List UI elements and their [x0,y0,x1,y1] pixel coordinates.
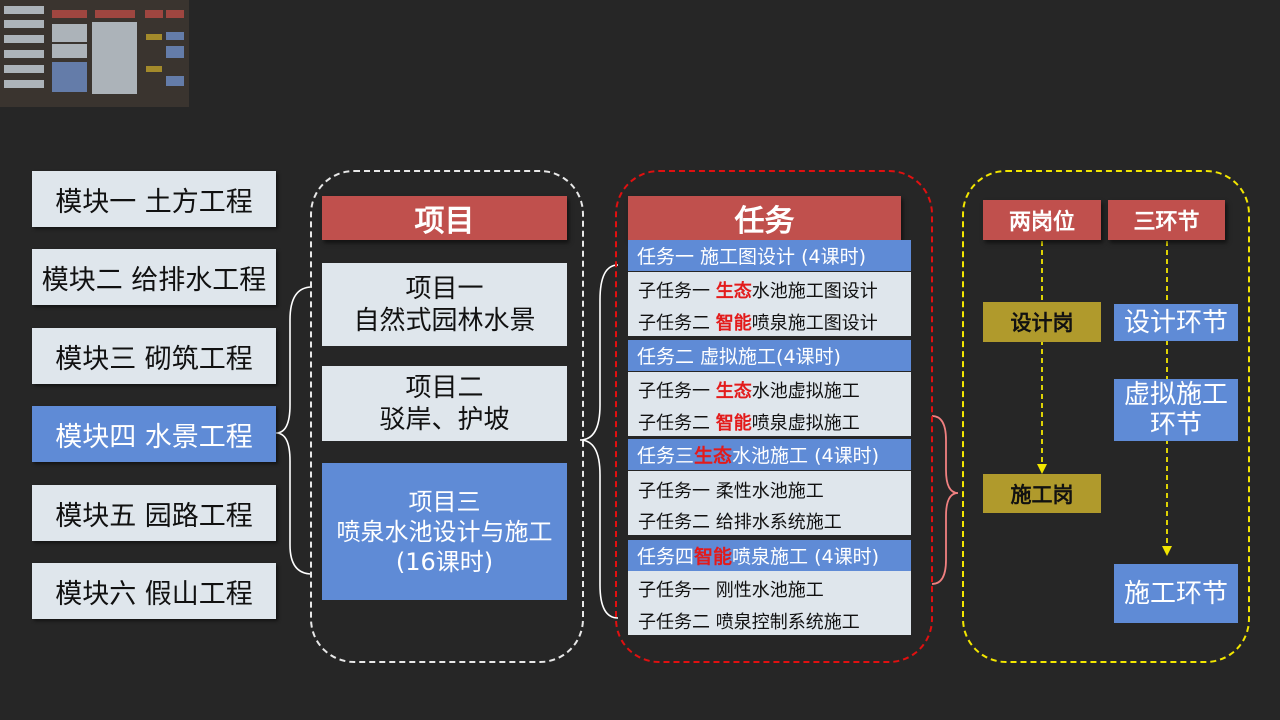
task-text-rest: 水池施工 (4课时) [732,445,879,467]
task-1-subtasks: 子任务一 生态水池施工图设计 子任务二 智能喷泉施工图设计 [628,272,911,336]
module-label: 模块二 给排水工程 [41,264,267,296]
module-label: 模块四 水景工程 [55,421,253,453]
slide-thumbnail [0,0,189,107]
task-text: 任务一 施工图设计 (4课时) [637,246,866,268]
project-number: 项目二 [405,372,484,403]
module-item-3[interactable]: 模块三 砌筑工程 [32,328,276,384]
modules-to-projects-brace [275,286,313,575]
task-text: 任务三 [637,445,695,467]
post-construction[interactable]: 施工岗 [983,474,1101,513]
subtask-item[interactable]: 子任务一 生态水池虚拟施工 [638,381,860,402]
stage-construction[interactable]: 施工环节 [1114,564,1238,623]
module-item-4[interactable]: 模块四 水景工程 [32,406,276,462]
subtask-item[interactable]: 子任务一 生态水池施工图设计 [638,281,878,302]
post-design[interactable]: 设计岗 [983,302,1101,342]
task-keyword: 智能 [694,546,733,568]
project-hours: (16课时) [395,547,494,576]
stage-virtual-construction[interactable]: 虚拟施工 环节 [1114,379,1238,441]
subtask-item[interactable]: 子任务二 智能喷泉虚拟施工 [638,413,860,434]
project-item-2[interactable]: 项目二 驳岸、护坡 [322,366,567,441]
project-item-3[interactable]: 项目三 喷泉水池设计与施工 (16课时) [322,463,567,600]
task-header-2[interactable]: 任务二 虚拟施工(4课时) [628,340,911,371]
stages-header: 三环节 [1108,200,1225,240]
task-header-1[interactable]: 任务一 施工图设计 (4课时) [628,240,911,271]
module-item-6[interactable]: 模块六 假山工程 [32,563,276,619]
roles-frame [962,170,1250,663]
project-title: 驳岸、护坡 [379,404,510,435]
subtask-item[interactable]: 子任务二 智能喷泉施工图设计 [638,313,878,334]
task-4-subtasks: 子任务一 刚性水池施工 子任务二 喷泉控制系统施工 [628,571,911,635]
stage-flow-arrowhead [1162,546,1172,556]
stage-label: 施工环节 [1123,578,1228,609]
tasks-to-roles-brace [931,415,959,585]
projects-to-tasks-brace [579,264,619,619]
module-label: 模块五 园路工程 [55,500,253,532]
post-flow-arrowhead [1037,464,1047,474]
module-item-5[interactable]: 模块五 园路工程 [32,485,276,541]
module-label: 模块三 砌筑工程 [55,343,253,375]
stage-label-line2: 环节 [1149,410,1202,440]
subtask-item[interactable]: 子任务一 柔性水池施工 [638,481,824,502]
projects-frame [310,170,584,663]
tasks-frame [615,170,933,663]
module-label: 模块一 土方工程 [55,186,253,218]
project-item-1[interactable]: 项目一 自然式园林水景 [322,263,567,346]
posts-header: 两岗位 [983,200,1101,240]
project-number: 项目一 [405,273,484,304]
task-text: 任务四 [637,546,695,568]
subtask-item[interactable]: 子任务二 给排水系统施工 [638,512,842,533]
stage-design[interactable]: 设计环节 [1114,304,1238,341]
task-header-4[interactable]: 任务四 智能喷泉施工 (4课时) [628,540,911,571]
subtask-item[interactable]: 子任务二 喷泉控制系统施工 [638,612,860,633]
project-number: 项目三 [408,487,481,516]
task-keyword: 生态 [694,445,733,467]
task-header-3[interactable]: 任务三 生态水池施工 (4课时) [628,439,911,470]
stage-label: 设计环节 [1123,307,1228,338]
task-3-subtasks: 子任务一 柔性水池施工 子任务二 给排水系统施工 [628,471,911,535]
subtask-item[interactable]: 子任务一 刚性水池施工 [638,580,824,601]
project-title: 喷泉水池设计与施工 [336,517,553,546]
module-item-1[interactable]: 模块一 土方工程 [32,171,276,227]
module-item-2[interactable]: 模块二 给排水工程 [32,249,276,305]
module-label: 模块六 假山工程 [55,578,253,610]
stage-label: 虚拟施工 [1123,380,1228,410]
task-2-subtasks: 子任务一 生态水池虚拟施工 子任务二 智能喷泉虚拟施工 [628,372,911,436]
project-title: 自然式园林水景 [353,305,536,336]
task-text: 任务二 虚拟施工(4课时) [637,346,841,368]
tasks-header: 任务 [628,196,901,240]
task-text-rest: 喷泉施工 (4课时) [732,546,879,568]
projects-header: 项目 [322,196,567,240]
